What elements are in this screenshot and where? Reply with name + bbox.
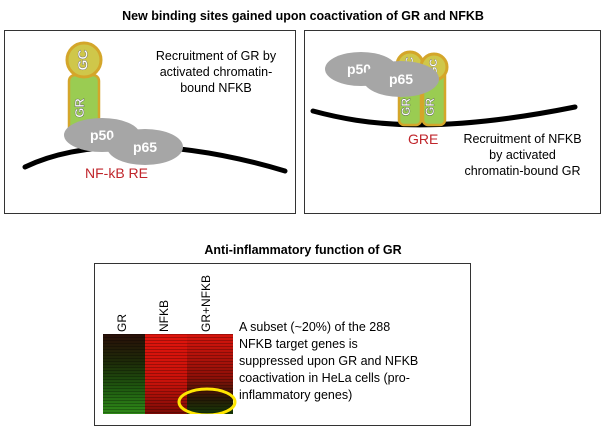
expression-heatmap	[103, 334, 237, 414]
p65-protein	[363, 61, 439, 97]
column-label-gr: GR	[115, 314, 129, 332]
p65-label: p65	[133, 139, 157, 155]
heatmap-panel: GR NFKB GR+NFKB	[94, 263, 471, 426]
section-title: Anti-inflammatory function of GR	[204, 243, 402, 257]
figure-title: New binding sites gained upon coactivati…	[122, 9, 484, 23]
highlight-circle	[177, 387, 237, 414]
nfkb-response-element-label: NF-kB RE	[85, 165, 148, 181]
p50-label: p50	[90, 127, 114, 143]
left-schematic: GR GC p50 p65	[22, 41, 288, 174]
gc-ball	[65, 41, 103, 79]
heatmap-row-texture	[103, 334, 233, 414]
right-description: Recruitment of NFKB by activated chromat…	[463, 132, 582, 178]
p65-label: p65	[389, 71, 413, 87]
column-label-nfkb: NFKB	[157, 299, 171, 332]
column-label-gr-nfkb: GR+NFKB	[199, 274, 213, 332]
right-panel: GR GR GC GC p50 p65 GRE Recruitment of N…	[304, 30, 601, 214]
left-description: Recruitment of GR by activated chromatin…	[155, 49, 277, 95]
p65-protein	[107, 129, 183, 165]
gr-label-2: GR	[423, 98, 437, 116]
right-schematic: GR GR GC GC p50 p65	[310, 50, 578, 128]
left-panel: GR GC p50 p65 NF-kB RE Recruitment of GR…	[4, 30, 296, 214]
gr-label-1: GR	[399, 98, 413, 116]
gr-response-element-label: GRE	[408, 131, 439, 147]
heatmap-description: A subset (~20%) of the 288 NFKB target g…	[239, 320, 419, 402]
gr-label: GR	[72, 98, 87, 118]
gc-label: GC	[75, 50, 91, 71]
